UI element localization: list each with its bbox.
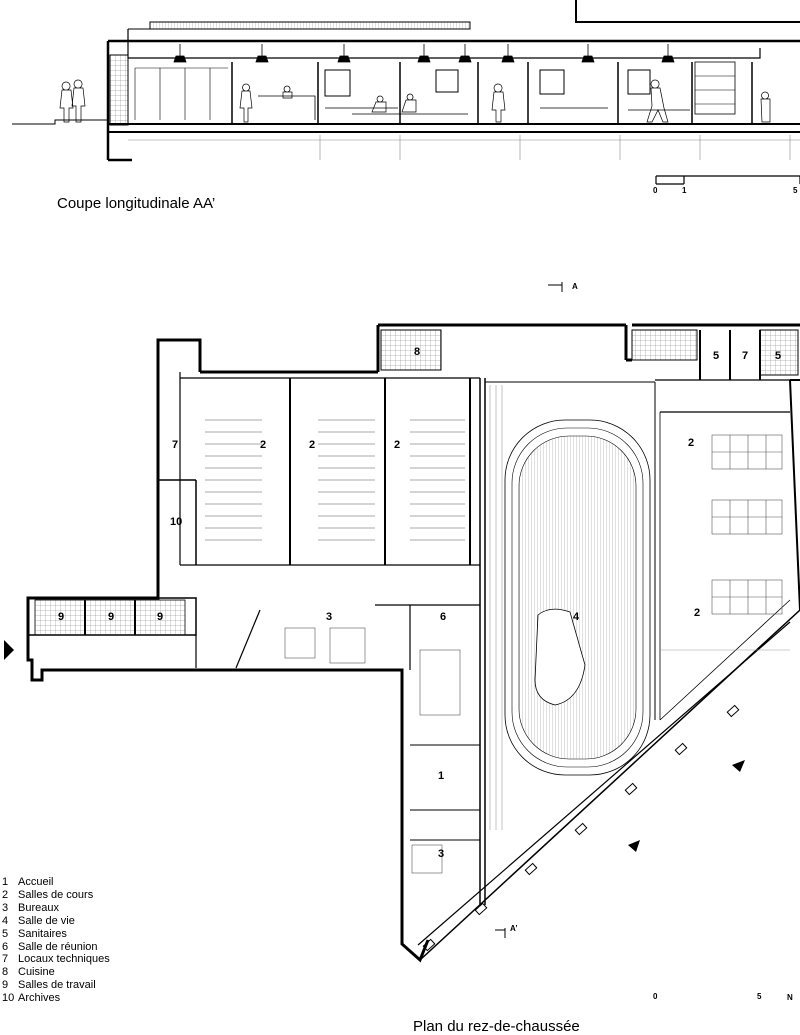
legend-item: 2 Salles de cours	[2, 889, 110, 902]
legend-label: Locaux techniques	[18, 953, 110, 966]
plan-title: Plan du rez-de-chaussée	[413, 1018, 580, 1035]
section-scale-label-1: 1	[682, 186, 687, 195]
legend-item: 1 Accueil	[2, 876, 110, 889]
plan-scale-label-0: 0	[653, 992, 658, 1001]
legend-label: Sanitaires	[18, 927, 67, 940]
legend-label: Accueil	[18, 876, 54, 888]
legend-number: 8	[2, 966, 9, 979]
legend-number: 6	[2, 940, 9, 953]
section-drawing	[12, 0, 800, 185]
legend-item: 7 Locaux techniques	[2, 953, 110, 966]
section-title: Coupe longitudinale AA’	[57, 195, 216, 212]
legend-number: 5	[2, 927, 9, 940]
room-number-classroom-3: 2	[394, 439, 401, 451]
room-number-sanitaires-1: 5	[713, 350, 720, 362]
cut-label-a-prime: A’	[510, 924, 518, 933]
legend-item: 3 Bureaux	[2, 902, 110, 915]
legend-label: Salle de vie	[18, 914, 75, 927]
room-number-classroom-2: 2	[309, 439, 316, 451]
legend-number: 1	[2, 876, 9, 888]
legend-label: Salles de travail	[18, 979, 96, 992]
architectural-drawing	[4, 0, 800, 963]
room-number-accueil: 1	[438, 770, 445, 782]
legend-number: 7	[2, 953, 9, 966]
legend-label: Cuisine	[18, 966, 55, 979]
legend-label: Bureaux	[18, 901, 59, 914]
legend-item: 6 Salle de réunion	[2, 941, 110, 954]
legend-item: 9 Salles de travail	[2, 979, 110, 992]
legend-item: 4 Salle de vie	[2, 915, 110, 928]
legend-number: 4	[2, 914, 9, 927]
legend-label: Salles de cours	[18, 888, 94, 901]
north-label: N	[787, 993, 793, 1002]
room-number-bureaux-2: 3	[438, 848, 445, 860]
plan-scale-label-5: 5	[757, 992, 762, 1001]
legend-number: 9	[2, 979, 9, 992]
legend-label: Archives	[18, 992, 61, 1005]
room-number-cuisine: 8	[414, 346, 421, 358]
room-number-locaux-2: 7	[172, 439, 179, 451]
room-number-work-1: 9	[58, 611, 65, 623]
room-number-classroom-5: 2	[694, 607, 701, 619]
legend-number: 10	[2, 992, 15, 1005]
section-scale-label-0: 0	[653, 186, 658, 195]
section-scale-label-5: 5	[793, 186, 798, 195]
room-number-archives: 10	[170, 516, 183, 528]
room-number-classroom-4: 2	[688, 437, 695, 449]
legend-item: 8 Cuisine	[2, 966, 110, 979]
legend-item: 5 Sanitaires	[2, 928, 110, 941]
room-number-locaux-1: 7	[742, 350, 749, 362]
room-number-reunion: 6	[440, 611, 447, 623]
plan-drawing	[4, 282, 800, 963]
legend-label: Salle de réunion	[18, 940, 98, 953]
cut-label-a: A	[572, 282, 578, 291]
room-number-work-3: 9	[157, 611, 164, 623]
room-number-work-2: 9	[108, 611, 115, 623]
legend-number: 3	[2, 901, 9, 914]
legend-number: 2	[2, 888, 9, 901]
room-number-classroom-1: 2	[260, 439, 267, 451]
room-number-salle-de-vie: 4	[573, 611, 580, 623]
room-number-sanitaires-2: 5	[775, 350, 782, 362]
room-number-bureaux-1: 3	[326, 611, 333, 623]
